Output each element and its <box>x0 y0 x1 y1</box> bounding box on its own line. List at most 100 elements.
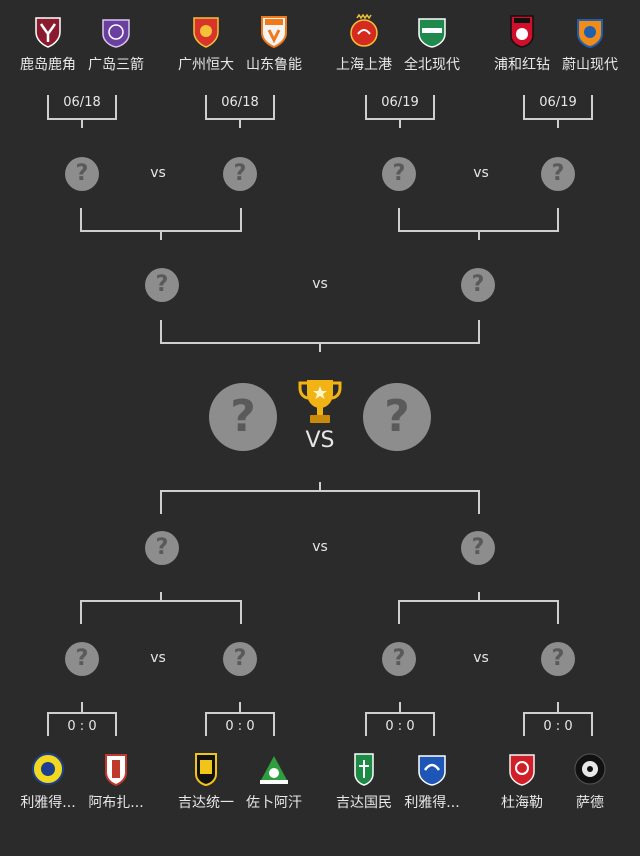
bracket-line <box>205 95 207 120</box>
bracket-line <box>115 712 117 736</box>
vs-label: vs <box>473 165 489 181</box>
bracket-line <box>365 712 435 714</box>
team-card-top-5[interactable]: 上海上港 <box>324 14 404 74</box>
bracket-line <box>557 702 559 714</box>
match-date: 06/19 <box>539 95 577 110</box>
bracket-line <box>160 320 162 344</box>
urawa-reds-logo <box>510 15 534 48</box>
al-duhail-logo <box>509 754 535 786</box>
bracket-line <box>81 702 83 714</box>
bracket-line <box>240 208 242 232</box>
bracket-line <box>523 712 525 736</box>
vs-label: vs <box>473 650 489 666</box>
bracket-line <box>160 490 162 514</box>
team-name: 山东鲁能 <box>246 57 302 73</box>
unknown-team-icon[interactable]: ? <box>541 642 575 676</box>
al-sadd-logo <box>574 753 606 785</box>
zob-ahan-logo <box>260 756 288 784</box>
al-nassr-logo <box>32 753 64 785</box>
kashima-antlers-logo <box>35 17 61 48</box>
bracket-line <box>239 118 241 128</box>
vs-label: vs <box>150 165 166 181</box>
team-card-bottom-2[interactable]: 阿布扎... <box>76 752 156 812</box>
team-name: 广岛三箭 <box>88 57 144 73</box>
bracket-line <box>365 712 367 736</box>
bracket-line <box>557 600 559 624</box>
team-name: 全北现代 <box>404 57 460 73</box>
ulsan-hyundai-logo <box>577 19 603 48</box>
unknown-team-icon[interactable]: ? <box>65 642 99 676</box>
jeonbuk-motors-logo <box>418 18 446 48</box>
team-card-bottom-1[interactable]: 利雅得... <box>8 752 88 812</box>
team-name: 萨德 <box>576 795 604 811</box>
vs-label: vs <box>312 539 328 555</box>
team-card-top-6[interactable]: 全北现代 <box>392 14 472 74</box>
team-card-bottom-5[interactable]: 吉达国民 <box>324 752 404 812</box>
team-card-bottom-7[interactable]: 杜海勒 <box>482 752 562 812</box>
team-card-bottom-8[interactable]: 萨德 <box>550 752 630 812</box>
team-name: 阿布扎... <box>88 795 144 811</box>
team-card-bottom-6[interactable]: 利雅得... <box>392 752 472 812</box>
match-date: 06/19 <box>381 95 419 110</box>
team-card-top-3[interactable]: 广州恒大 <box>166 14 246 74</box>
bracket-line <box>47 95 49 120</box>
bracket-line <box>160 230 162 240</box>
bracket-line <box>478 490 480 514</box>
bracket-line <box>240 600 242 624</box>
unknown-team-icon[interactable]: ? <box>461 268 495 302</box>
match-score: 0 : 0 <box>543 719 573 734</box>
bracket-line <box>273 95 275 120</box>
sanfrecce-hiroshima-logo <box>102 19 130 48</box>
al-ittihad-logo <box>195 753 217 786</box>
unknown-team-icon[interactable]: ? <box>145 268 179 302</box>
team-card-top-2[interactable]: 广岛三箭 <box>76 14 156 74</box>
al-wahda-logo <box>105 754 127 786</box>
unknown-team-icon[interactable]: ? <box>382 642 416 676</box>
unknown-team-icon[interactable]: ? <box>461 531 495 565</box>
team-card-top-7[interactable]: 浦和红钻 <box>482 14 562 74</box>
bracket-line <box>398 600 400 624</box>
bracket-line <box>433 712 435 736</box>
unknown-team-icon[interactable]: ? <box>223 157 257 191</box>
final-vs-label: VS <box>305 428 335 453</box>
al-hilal-logo <box>418 755 446 786</box>
bracket-line <box>160 490 480 492</box>
vs-label: vs <box>312 276 328 292</box>
bracket-line <box>478 592 480 602</box>
bracket-line <box>319 482 321 492</box>
team-card-top-4[interactable]: 山东鲁能 <box>234 14 314 74</box>
bracket-line <box>557 208 559 232</box>
bracket-line <box>398 208 400 232</box>
unknown-team-icon[interactable]: ? <box>541 157 575 191</box>
team-name: 利雅得... <box>404 795 460 811</box>
bracket-line <box>47 712 49 736</box>
unknown-team-icon[interactable]: ? <box>223 642 257 676</box>
bracket-line <box>47 712 117 714</box>
bracket-line <box>523 95 525 120</box>
unknown-finalist-icon[interactable]: ? <box>209 383 277 451</box>
bracket-line <box>160 592 162 602</box>
team-name: 佐卜阿汗 <box>246 795 302 811</box>
match-date: 06/18 <box>63 95 101 110</box>
team-card-bottom-3[interactable]: 吉达统一 <box>166 752 246 812</box>
bracket-line <box>80 600 242 602</box>
bracket-line <box>319 342 321 352</box>
guangzhou-evergrande-logo <box>193 17 219 48</box>
team-card-bottom-4[interactable]: 佐卜阿汗 <box>234 752 314 812</box>
unknown-team-icon[interactable]: ? <box>145 531 179 565</box>
team-card-top-8[interactable]: 蔚山现代 <box>550 14 630 74</box>
unknown-team-icon[interactable]: ? <box>65 157 99 191</box>
al-ahli-logo <box>354 753 374 786</box>
bracket-line <box>591 712 593 736</box>
bracket-line <box>365 95 367 120</box>
team-card-top-1[interactable]: 鹿岛鹿角 <box>8 14 88 74</box>
bracket-line <box>205 712 275 714</box>
unknown-team-icon[interactable]: ? <box>382 157 416 191</box>
bracket-line <box>80 208 82 232</box>
trophy-icon <box>298 380 342 423</box>
bracket-line <box>478 230 480 240</box>
match-date: 06/18 <box>221 95 259 110</box>
unknown-finalist-icon[interactable]: ? <box>363 383 431 451</box>
shandong-luneng-logo <box>261 16 287 48</box>
shanghai-sipg-logo <box>350 14 378 47</box>
